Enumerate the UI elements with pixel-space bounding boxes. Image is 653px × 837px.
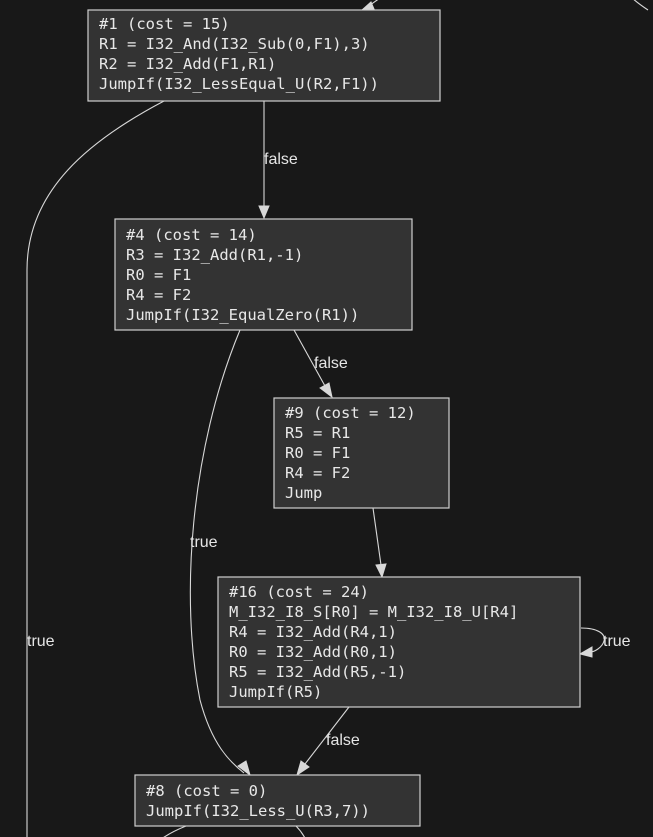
node-9-line-1: R5 = R1 bbox=[285, 424, 350, 442]
node-4-line-4: JumpIf(I32_EqualZero(R1)) bbox=[126, 306, 359, 324]
node-8[interactable]: #8 (cost = 0) JumpIf(I32_Less_U(R3,7)) bbox=[134, 774, 421, 827]
node-4-line-1: R3 = I32_Add(R1,-1) bbox=[126, 246, 303, 264]
edge-4-to-8-arrowhead bbox=[237, 760, 251, 777]
node-8-box bbox=[134, 774, 421, 827]
edge-8-out-right bbox=[295, 825, 306, 837]
node-16-box bbox=[217, 576, 581, 708]
node-16-line-2: R4 = I32_Add(R4,1) bbox=[229, 623, 397, 641]
edge-9-to-16 bbox=[372, 507, 382, 566]
node-9-line-0: #9 (cost = 12) bbox=[285, 404, 416, 422]
node-9-line-4: Jump bbox=[285, 484, 322, 502]
node-8-line-0: #8 (cost = 0) bbox=[146, 782, 267, 800]
edge-16-to-8-arrowhead bbox=[296, 760, 310, 777]
edge-8-out-left bbox=[163, 825, 187, 837]
node-4-box bbox=[114, 218, 413, 331]
node-9-box bbox=[273, 397, 450, 509]
node-16-line-5: JumpIf(R5) bbox=[229, 683, 322, 701]
edge-4-to-9 bbox=[293, 329, 326, 387]
edge-4-to-9-label: false bbox=[314, 355, 348, 372]
node-1[interactable]: #1 (cost = 15) R1 = I32_And(I32_Sub(0,F1… bbox=[87, 9, 441, 102]
node-1-line-2: R2 = I32_Add(F1,R1) bbox=[99, 55, 276, 73]
node-4-line-2: R0 = F1 bbox=[126, 266, 191, 284]
edge-16-self-loop-arrowhead bbox=[578, 646, 593, 658]
node-9[interactable]: #9 (cost = 12) R5 = R1 R0 = F1 R4 = F2 J… bbox=[273, 397, 450, 509]
node-16-line-1: M_I32_I8_S[R0] = M_I32_I8_U[R4] bbox=[229, 603, 518, 621]
edge-16-to-8 bbox=[304, 706, 350, 765]
node-16-line-3: R0 = I32_Add(R0,1) bbox=[229, 643, 397, 661]
edge-4-to-9-arrowhead bbox=[319, 382, 333, 399]
edge-9-to-16-arrowhead bbox=[375, 563, 387, 579]
edge-1-to-4-arrowhead bbox=[258, 205, 270, 220]
edge-1-true-label: true bbox=[27, 633, 55, 650]
node-1-box bbox=[87, 9, 441, 102]
node-4[interactable]: #4 (cost = 14) R3 = I32_Add(R1,-1) R0 = … bbox=[114, 218, 413, 331]
node-16[interactable]: #16 (cost = 24) M_I32_I8_S[R0] = M_I32_I… bbox=[217, 576, 581, 708]
edge-16-self-loop bbox=[580, 627, 605, 653]
node-4-line-0: #4 (cost = 14) bbox=[126, 226, 257, 244]
node-16-line-4: R5 = I32_Add(R5,-1) bbox=[229, 663, 406, 681]
edge-4-to-8-label: true bbox=[190, 534, 218, 551]
node-1-line-0: #1 (cost = 15) bbox=[99, 15, 230, 33]
edge-16-self-loop-label: true bbox=[603, 633, 631, 650]
edge-4-to-8 bbox=[189, 329, 245, 774]
edge-1-to-4-label: false bbox=[264, 151, 298, 168]
edge-offscreen-right bbox=[633, 0, 649, 11]
edge-1-true bbox=[26, 100, 165, 837]
edge-16-to-8-label: false bbox=[326, 732, 360, 749]
node-9-line-3: R4 = F2 bbox=[285, 464, 350, 482]
node-4-line-3: R4 = F2 bbox=[126, 286, 191, 304]
node-16-line-0: #16 (cost = 24) bbox=[229, 583, 369, 601]
node-1-line-1: R1 = I32_And(I32_Sub(0,F1),3) bbox=[99, 35, 370, 53]
node-1-line-3: JumpIf(I32_LessEqual_U(R2,F1)) bbox=[99, 75, 379, 93]
node-8-line-1: JumpIf(I32_Less_U(R3,7)) bbox=[146, 802, 370, 820]
node-9-line-2: R0 = F1 bbox=[285, 444, 350, 462]
